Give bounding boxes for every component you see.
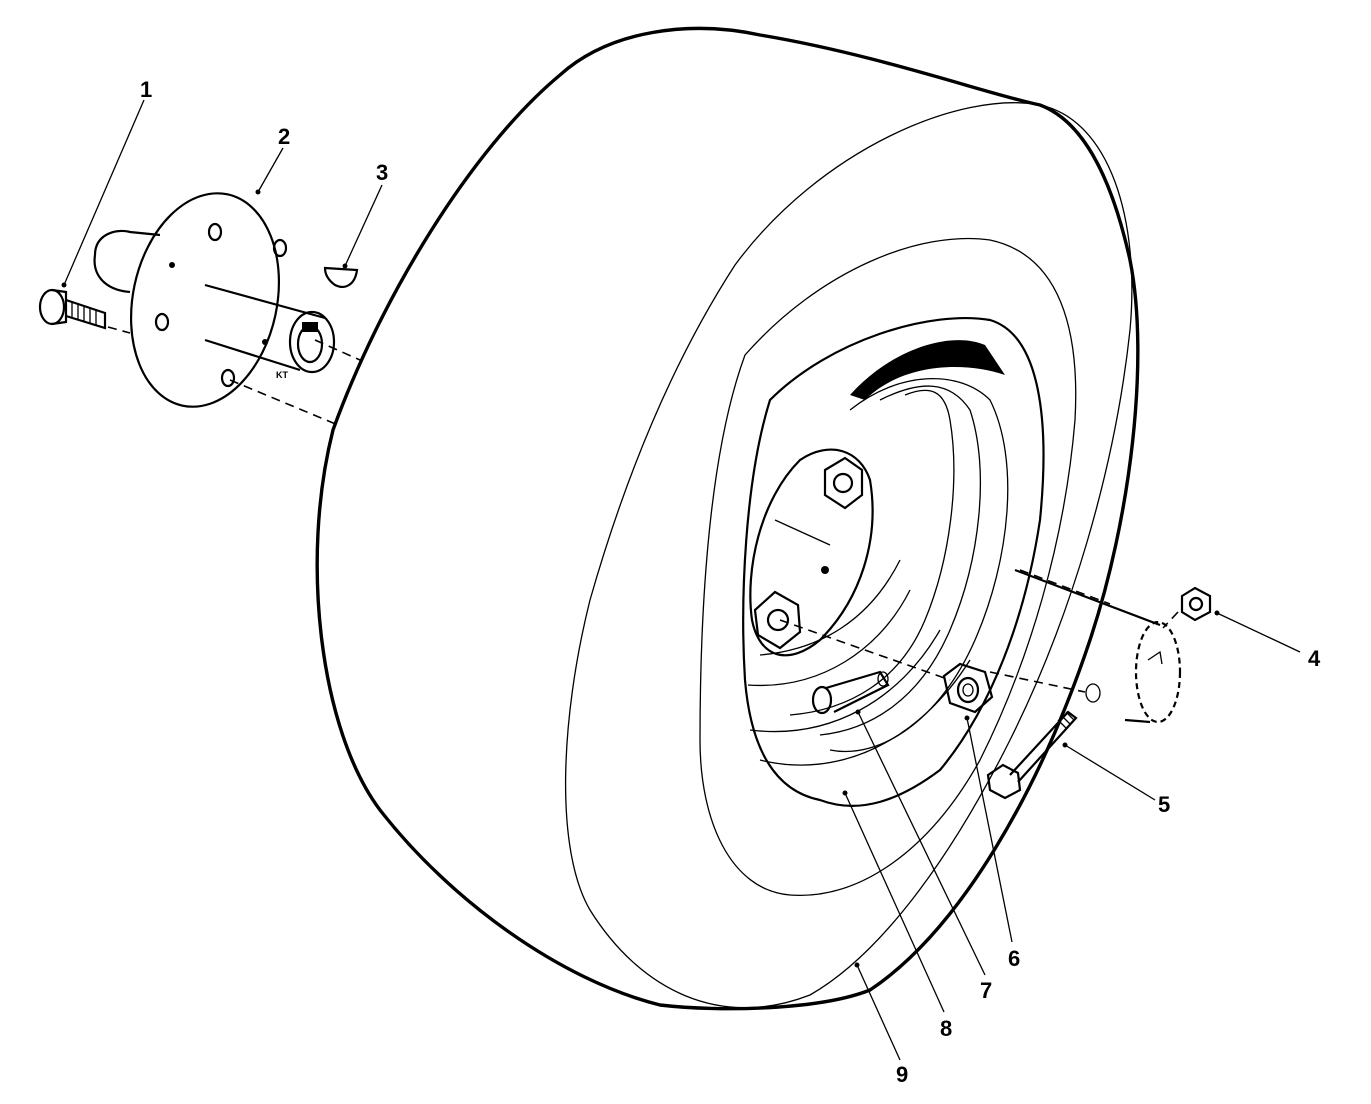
lug-nut [942, 662, 994, 714]
callout-5: 5 [1158, 792, 1170, 817]
hub: KT [93, 192, 336, 408]
callout-3: 3 [376, 160, 388, 185]
callout-leaders [61, 99, 1301, 1061]
callout-9: 9 [896, 1062, 908, 1087]
callout-7: 7 [980, 978, 992, 1003]
tire [315, 26, 1140, 1011]
valve-stem [811, 670, 890, 715]
callout-8: 8 [940, 1016, 952, 1041]
callout-labels: 1 2 3 4 5 6 7 8 9 [140, 77, 1321, 1087]
woodruff-key [323, 266, 359, 288]
wheel-bolt [38, 288, 107, 330]
callout-1: 1 [140, 77, 152, 102]
rim-lug-upper [823, 456, 864, 510]
spacer-collar [1014, 568, 1182, 724]
hub-stamp: KT [276, 370, 288, 380]
rim-lug-lower [753, 590, 802, 650]
lock-nut [1180, 586, 1212, 622]
callout-2: 2 [278, 124, 290, 149]
wheel-rim [742, 317, 1045, 807]
callout-6: 6 [1008, 946, 1020, 971]
callout-4: 4 [1308, 646, 1321, 671]
cap-screw [986, 710, 1078, 800]
alignment-lines [107, 326, 1179, 693]
